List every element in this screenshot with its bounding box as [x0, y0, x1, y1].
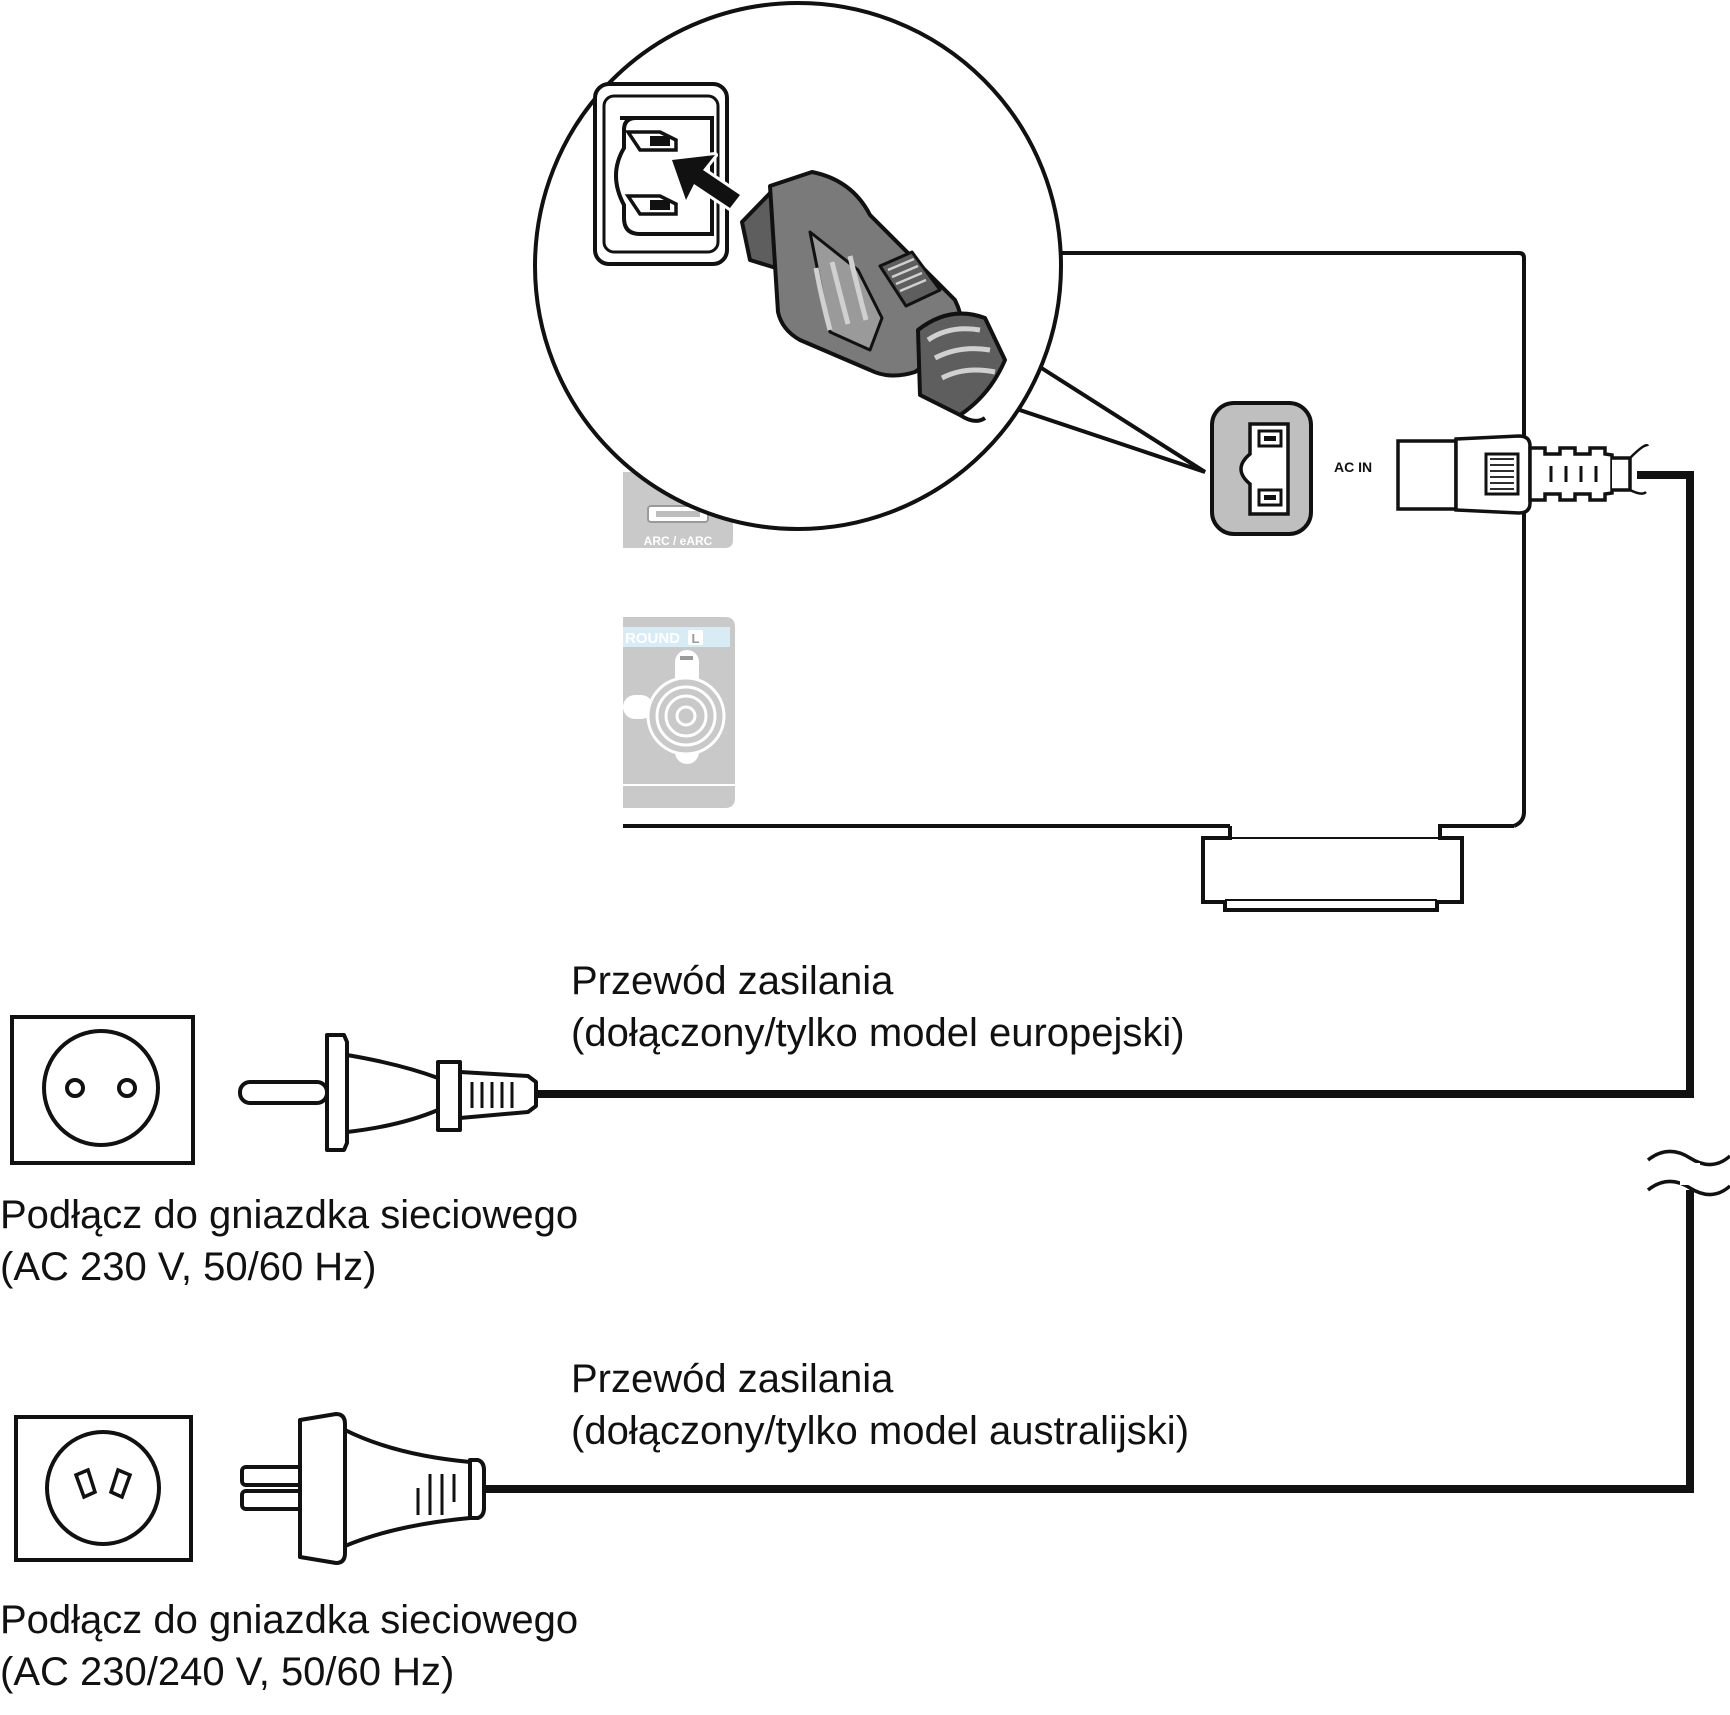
magnified-inlet	[593, 82, 729, 266]
eu-cord-note: (dołączony/tylko model europejski)	[571, 1011, 1185, 1055]
surround-speaker-terminal: ROUND L	[623, 617, 735, 808]
insert-arrow-icon	[669, 152, 743, 211]
inlet-icon	[1210, 401, 1313, 536]
au-plug-icon	[240, 1412, 486, 1565]
magnified-plug	[740, 170, 1007, 423]
ac-in-label: AC IN	[1334, 459, 1372, 475]
au-outlet-spec: (AC 230/240 V, 50/60 Hz)	[0, 1650, 455, 1694]
eu-outlet-spec: (AC 230 V, 50/60 Hz)	[0, 1245, 377, 1289]
power-cords	[484, 471, 1694, 1493]
surround-label: ROUND	[625, 630, 680, 647]
au-cord-title: Przewód zasilania	[571, 1357, 894, 1401]
surround-badge: L	[692, 631, 700, 646]
cord-break-icon	[1646, 1149, 1730, 1197]
eu-cord-line	[535, 471, 1694, 1098]
eu-outlet-label: Podłącz do gniazdka sieciowego (AC 230 V…	[0, 1189, 578, 1293]
au-outlet-title: Podłącz do gniazdka sieciowego	[0, 1598, 579, 1642]
iec-plug-icon	[1396, 434, 1650, 515]
au-cord-note: (dołączony/tylko model australijski)	[571, 1409, 1190, 1453]
eu-cord-title: Przewód zasilania	[571, 959, 894, 1003]
eu-socket-icon	[10, 1015, 195, 1165]
eu-cord-label: Przewód zasilania (dołączony/tylko model…	[571, 955, 1185, 1059]
arc-label: ARC / eARC	[644, 534, 713, 548]
au-cord-line	[484, 1190, 1694, 1493]
device-rear-panel	[623, 251, 1526, 912]
au-outlet-label: Podłącz do gniazdka sieciowego (AC 230/2…	[0, 1594, 578, 1698]
au-cord-label: Przewód zasilania (dołączony/tylko model…	[571, 1353, 1189, 1457]
au-socket-icon	[14, 1415, 193, 1562]
eu-outlet-title: Podłącz do gniazdka sieciowego	[0, 1193, 579, 1237]
eu-plug-icon	[238, 1033, 538, 1152]
